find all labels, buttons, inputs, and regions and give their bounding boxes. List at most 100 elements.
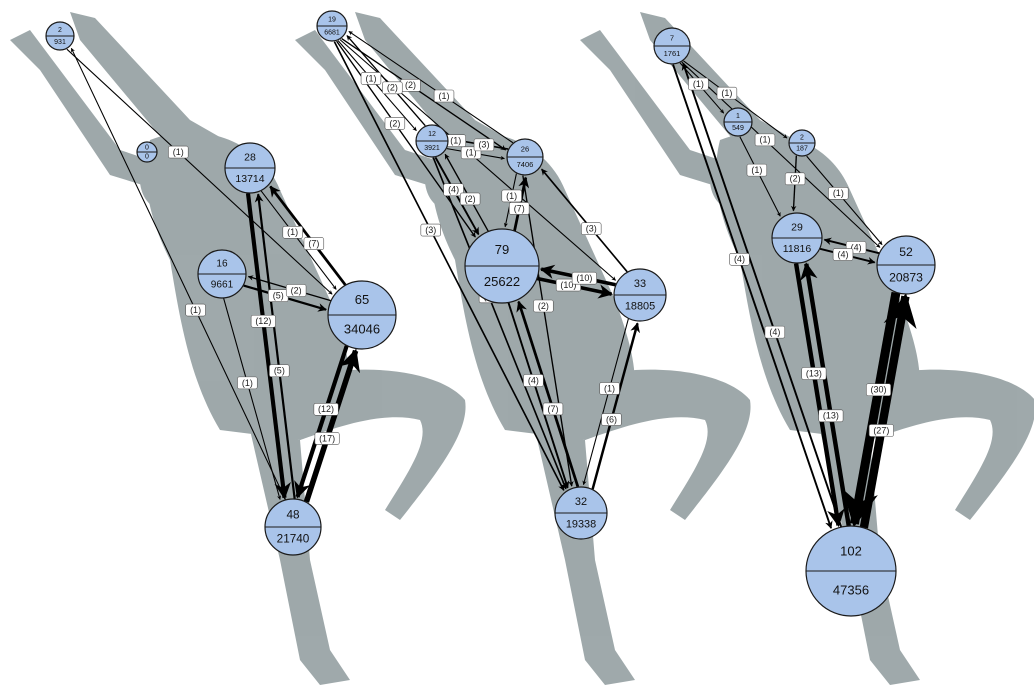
edge-label-box xyxy=(237,376,258,390)
edge-label-box xyxy=(168,145,189,159)
edge-label: (27) xyxy=(868,424,894,437)
state-node-count: 16 xyxy=(216,259,228,270)
dancer-shape xyxy=(139,155,184,210)
edge-label-box xyxy=(382,81,403,95)
state-node-count: 33 xyxy=(634,278,646,290)
transition-edge xyxy=(245,193,291,500)
edge-label: (10) xyxy=(571,271,597,285)
transition-edge xyxy=(303,348,360,503)
state-node-count: 32 xyxy=(575,496,587,508)
edge-label-box xyxy=(420,223,441,237)
edge-label: (30) xyxy=(865,383,891,397)
edge-label-text: (1) xyxy=(833,188,844,198)
dancer-shape xyxy=(716,132,920,440)
edge-label-text: (30) xyxy=(870,385,886,395)
edge-label-text: (4) xyxy=(448,185,459,195)
edge-label: (2) xyxy=(384,117,406,130)
state-node: 52 20873 xyxy=(876,235,936,295)
edge-label: (2) xyxy=(382,81,403,95)
edge-label-box xyxy=(269,364,290,378)
edge-label: (1) xyxy=(445,134,466,148)
state-node-value: 931 xyxy=(54,39,66,46)
edge-label: (1) xyxy=(237,376,258,390)
edge-label-box xyxy=(459,192,481,206)
edge-label-box xyxy=(716,86,738,100)
state-node-value: 13714 xyxy=(235,173,264,185)
state-node-value: 19338 xyxy=(566,519,596,531)
edge-label-text: (12) xyxy=(255,316,271,326)
transition-edge xyxy=(800,262,851,527)
transition-edge xyxy=(681,62,843,528)
state-node-count: 7 xyxy=(670,33,674,42)
edge-label-box xyxy=(523,374,544,387)
edge-label-text: (12) xyxy=(318,404,334,414)
edge-label-box xyxy=(360,72,382,85)
transition-edge xyxy=(859,293,917,529)
edge-label-text: (1) xyxy=(439,91,450,101)
edge-label-box xyxy=(501,189,522,203)
edge-label-box xyxy=(764,325,786,339)
dancer-shape xyxy=(860,369,1034,520)
edge-label-text: (7) xyxy=(514,203,525,213)
dancer-shape xyxy=(580,30,750,195)
edge-label-text: (7) xyxy=(547,404,558,414)
transition-edge xyxy=(522,175,574,487)
edge-label-box xyxy=(303,237,325,250)
edge-label: (13) xyxy=(801,367,827,380)
edge-label-box xyxy=(571,271,597,285)
state-node-value: 20873 xyxy=(889,270,923,284)
dancer-shape xyxy=(250,430,350,685)
edge-label-text: (4) xyxy=(734,254,745,264)
edge-label: (1) xyxy=(168,145,189,159)
state-node-value: 47356 xyxy=(833,583,869,598)
edge-label-text: (1) xyxy=(190,305,201,315)
edge-label-box xyxy=(443,183,464,197)
state-node-count: 79 xyxy=(495,242,509,257)
edge-labels: (1)(1)(12)(2)(7)(1)(5)(2)(1)(5)(12)(17)(… xyxy=(168,72,894,445)
state-node-value: 6681 xyxy=(324,30,340,37)
transition-edge xyxy=(337,40,417,132)
dancer-shape xyxy=(295,30,465,195)
transition-edge xyxy=(341,37,507,151)
edge-label: (4) xyxy=(729,253,750,266)
dancer-shape xyxy=(535,430,635,685)
dancer-shape xyxy=(70,12,225,165)
edge-label: (2) xyxy=(285,284,307,297)
edge-label: (12) xyxy=(250,314,276,328)
edge-label-text: (3) xyxy=(478,140,489,150)
edge-label: (1) xyxy=(716,86,738,100)
dancer-shape xyxy=(575,369,751,520)
state-node-value: 11816 xyxy=(783,243,812,255)
transition-edge xyxy=(516,300,580,488)
edge-label-text: (2) xyxy=(790,174,801,184)
state-node-count: 52 xyxy=(899,245,913,259)
edge-label-box xyxy=(601,413,622,426)
edge-label-box xyxy=(581,222,602,236)
edge-label-text: (2) xyxy=(465,194,476,204)
state-node: 32 19338 xyxy=(554,486,608,540)
edge-label-text: (4) xyxy=(851,242,862,252)
state-node-value: 25622 xyxy=(484,274,520,289)
edge-label-text: (1) xyxy=(721,88,732,98)
edge-label-box xyxy=(868,424,894,437)
transition-edge xyxy=(591,322,640,490)
edge-label-text: (1) xyxy=(242,378,253,388)
state-node-count: 1 xyxy=(736,113,740,120)
edge-label-text: (3) xyxy=(425,225,436,235)
edge-label-text: (1) xyxy=(450,136,461,146)
transition-edge xyxy=(333,41,565,491)
edge-label: (1) xyxy=(501,189,522,203)
edge-label-box xyxy=(285,284,307,297)
edge-label: (4) xyxy=(832,248,854,261)
transition-edge xyxy=(269,185,347,286)
edge-label-text: (13) xyxy=(806,368,822,378)
state-node-count: 2 xyxy=(58,27,62,34)
state-node-count: 0 xyxy=(145,145,149,152)
edge-label-text: (1) xyxy=(751,165,762,175)
